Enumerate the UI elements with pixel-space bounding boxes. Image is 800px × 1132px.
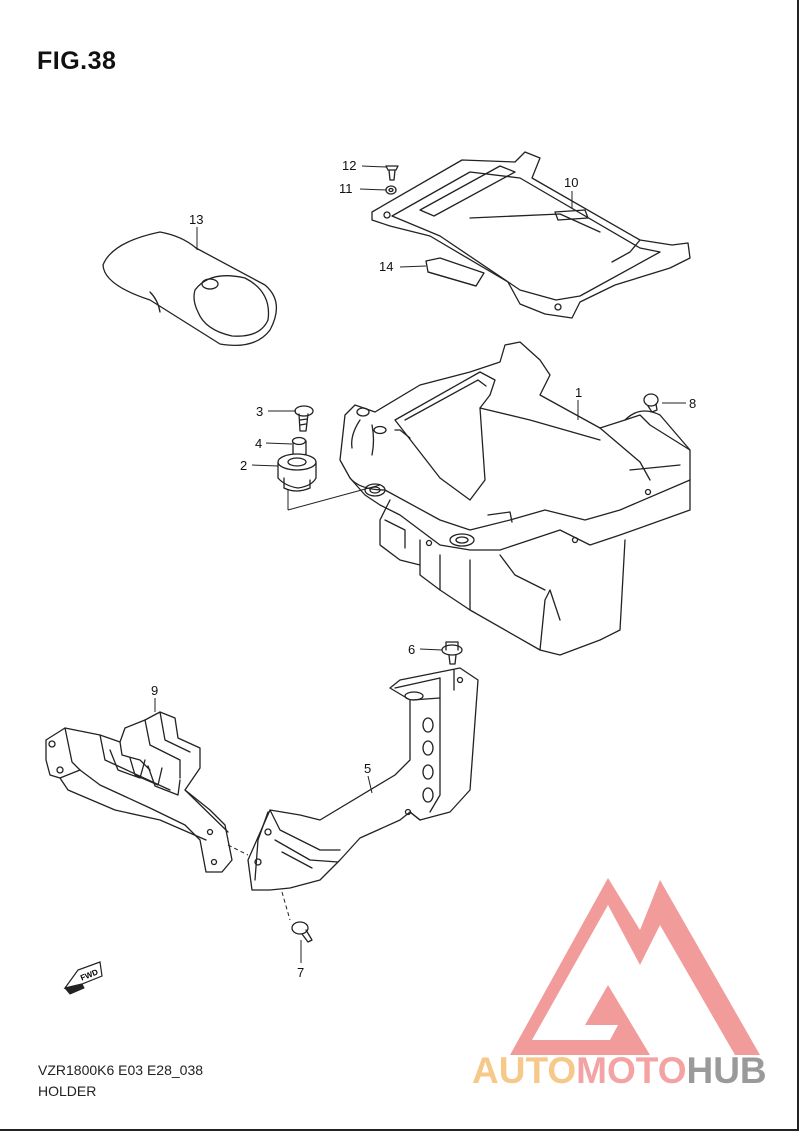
part-7-screw: [291, 921, 313, 943]
leader-11: [359, 188, 387, 191]
part-12-screw: [385, 165, 399, 181]
callout-5: 5: [364, 761, 371, 776]
part-2-grommet: [277, 453, 317, 492]
part-5-bracket: [247, 667, 479, 891]
callout-14: 14: [379, 259, 393, 274]
watermark-logo: [510, 878, 760, 1055]
leader-4: [265, 442, 293, 445]
callout-2: 2: [240, 458, 247, 473]
part-9-clamp-bracket: [45, 711, 233, 873]
callout-4: 4: [255, 436, 262, 451]
leader-6: [419, 648, 443, 651]
leader-12: [361, 165, 387, 168]
watermark-hub: HUB: [686, 1050, 766, 1091]
callout-9: 9: [151, 683, 158, 698]
leader-2: [251, 464, 279, 467]
figure-title: FIG.38: [37, 47, 117, 75]
callout-7: 7: [297, 965, 304, 980]
leader-lines: [154, 165, 686, 963]
part-3-bolt: [294, 405, 314, 432]
figure-name: HOLDER: [38, 1083, 97, 1099]
callout-8: 8: [689, 396, 696, 411]
leader-9-assembly: [227, 844, 249, 856]
callout-13: 13: [189, 212, 203, 227]
figure-code: VZR1800K6 E03 E28_038: [38, 1062, 204, 1078]
leader-5: [367, 775, 373, 794]
callout-10: 10: [564, 175, 578, 190]
part-13-cap-cover: [102, 231, 277, 347]
watermark-text: AUTOMOTOHUB: [472, 1050, 767, 1091]
watermark-moto: MOTO: [576, 1050, 686, 1091]
leader-14: [399, 265, 427, 268]
leader-7-assembly: [281, 891, 291, 921]
callout-3: 3: [256, 404, 263, 419]
watermark-auto: AUTO: [472, 1050, 576, 1091]
part-11-nut: [385, 185, 397, 195]
part-8-bolt: [643, 393, 659, 413]
callout-6: 6: [408, 642, 415, 657]
callout-1: 1: [575, 385, 582, 400]
part-1-battery-holder: [339, 341, 691, 656]
part-6-flange-bolt: [441, 641, 463, 665]
callout-11: 11: [339, 181, 353, 196]
leader-2-assembly: [287, 484, 381, 511]
part-4-collar: [291, 436, 307, 457]
callout-12: 12: [342, 158, 356, 173]
fwd-direction-marker: FWD: [63, 961, 103, 995]
part-14-pad: [425, 257, 485, 287]
part-10-cover-plate: [371, 151, 691, 319]
watermark-triangle-icon: [510, 878, 760, 1055]
callout-labels: 12 11 10 14 13 1 3 4 2 8 6 5 9 7: [151, 158, 696, 980]
